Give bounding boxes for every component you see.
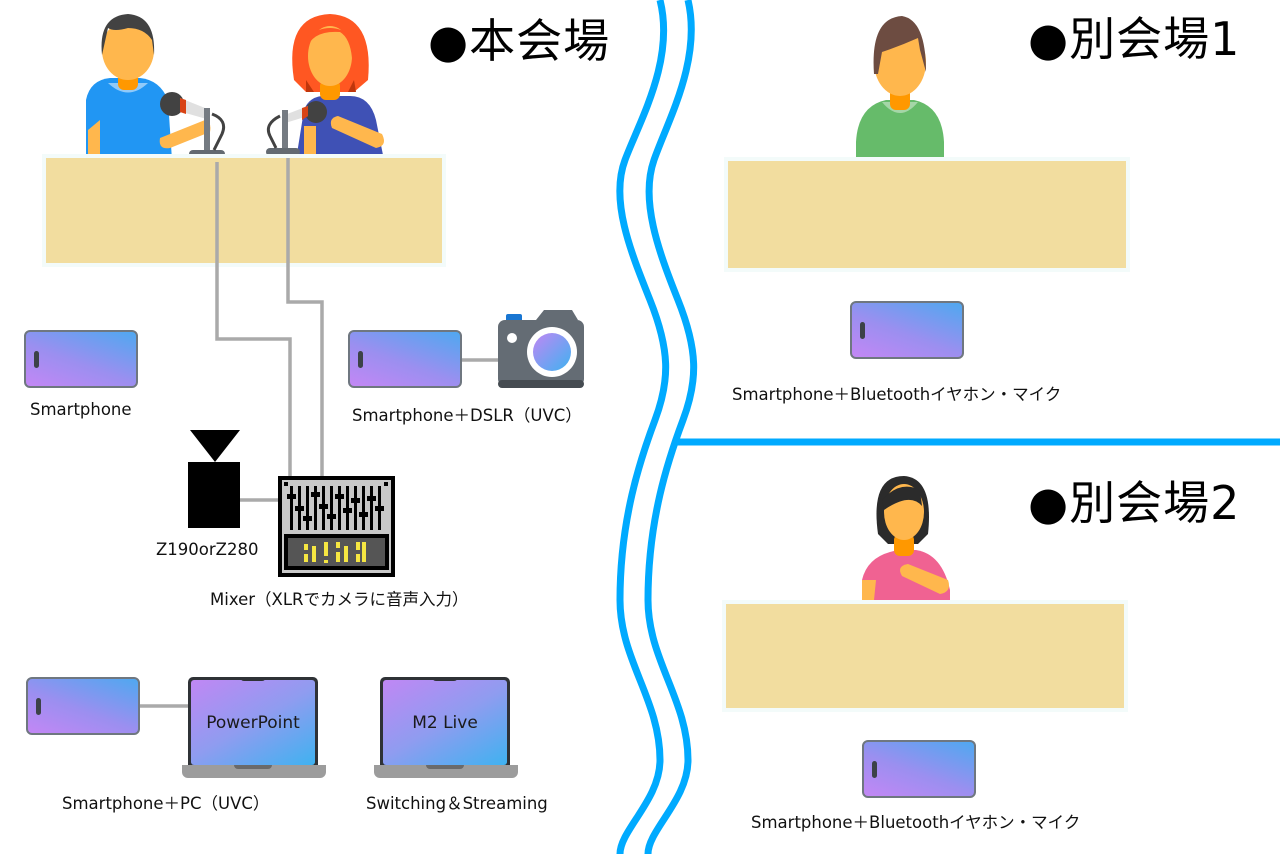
sub-venue-2-title: ●別会場2 — [1028, 476, 1241, 530]
switching-streaming-label: Switching＆Streaming — [366, 794, 548, 813]
smartphone-label: Smartphone — [30, 400, 132, 419]
smartphone-icon — [24, 330, 138, 388]
laptop-screen-text: M2 Live — [383, 680, 507, 765]
laptop-powerpoint-icon: PowerPoint — [182, 677, 326, 779]
laptop-m2live-icon: M2 Live — [374, 677, 518, 779]
sub-venue-1-phone-label: Smartphone＋Bluetoothイヤホン・マイク — [732, 385, 1062, 404]
sub-venue-1-title: ●別会場1 — [1028, 12, 1241, 66]
divider-wave-right — [644, 0, 698, 854]
man-speaker-icon — [86, 14, 211, 160]
sub-venue-2-phone-label: Smartphone＋Bluetoothイヤホン・マイク — [751, 813, 1081, 832]
woman-speaker-icon — [282, 14, 384, 160]
camcorder-label: Z190orZ280 — [156, 540, 259, 559]
woman-participant-icon — [862, 476, 950, 600]
cable-mic1-to-mixer — [215, 162, 292, 476]
mixer-label: Mixer（XLRでカメラに音声入力） — [210, 590, 469, 609]
man-participant-icon — [856, 16, 944, 160]
dslr-camera-icon — [498, 310, 584, 388]
smartphone-pc-label: Smartphone＋PC（UVC） — [62, 794, 270, 813]
smartphone-pc-phone-icon — [26, 677, 140, 735]
divider-wave-left — [616, 0, 670, 854]
sub-venue-2-desk — [722, 600, 1128, 712]
camcorder-icon — [188, 430, 240, 528]
main-venue-desk — [42, 154, 446, 267]
main-venue-title: ●本会場 — [428, 14, 611, 68]
audio-mixer-icon — [278, 476, 395, 577]
cable-mic2-to-mixer — [286, 158, 324, 476]
sub-venue-2-phone-icon — [862, 740, 976, 798]
sub-venue-1-desk — [724, 157, 1130, 272]
smartphone-dslr-label: Smartphone＋DSLR（UVC） — [352, 406, 582, 425]
laptop-screen-text: PowerPoint — [191, 680, 315, 765]
smartphone-dslr-phone-icon — [348, 330, 462, 388]
sub-venue-1-phone-icon — [850, 301, 964, 359]
